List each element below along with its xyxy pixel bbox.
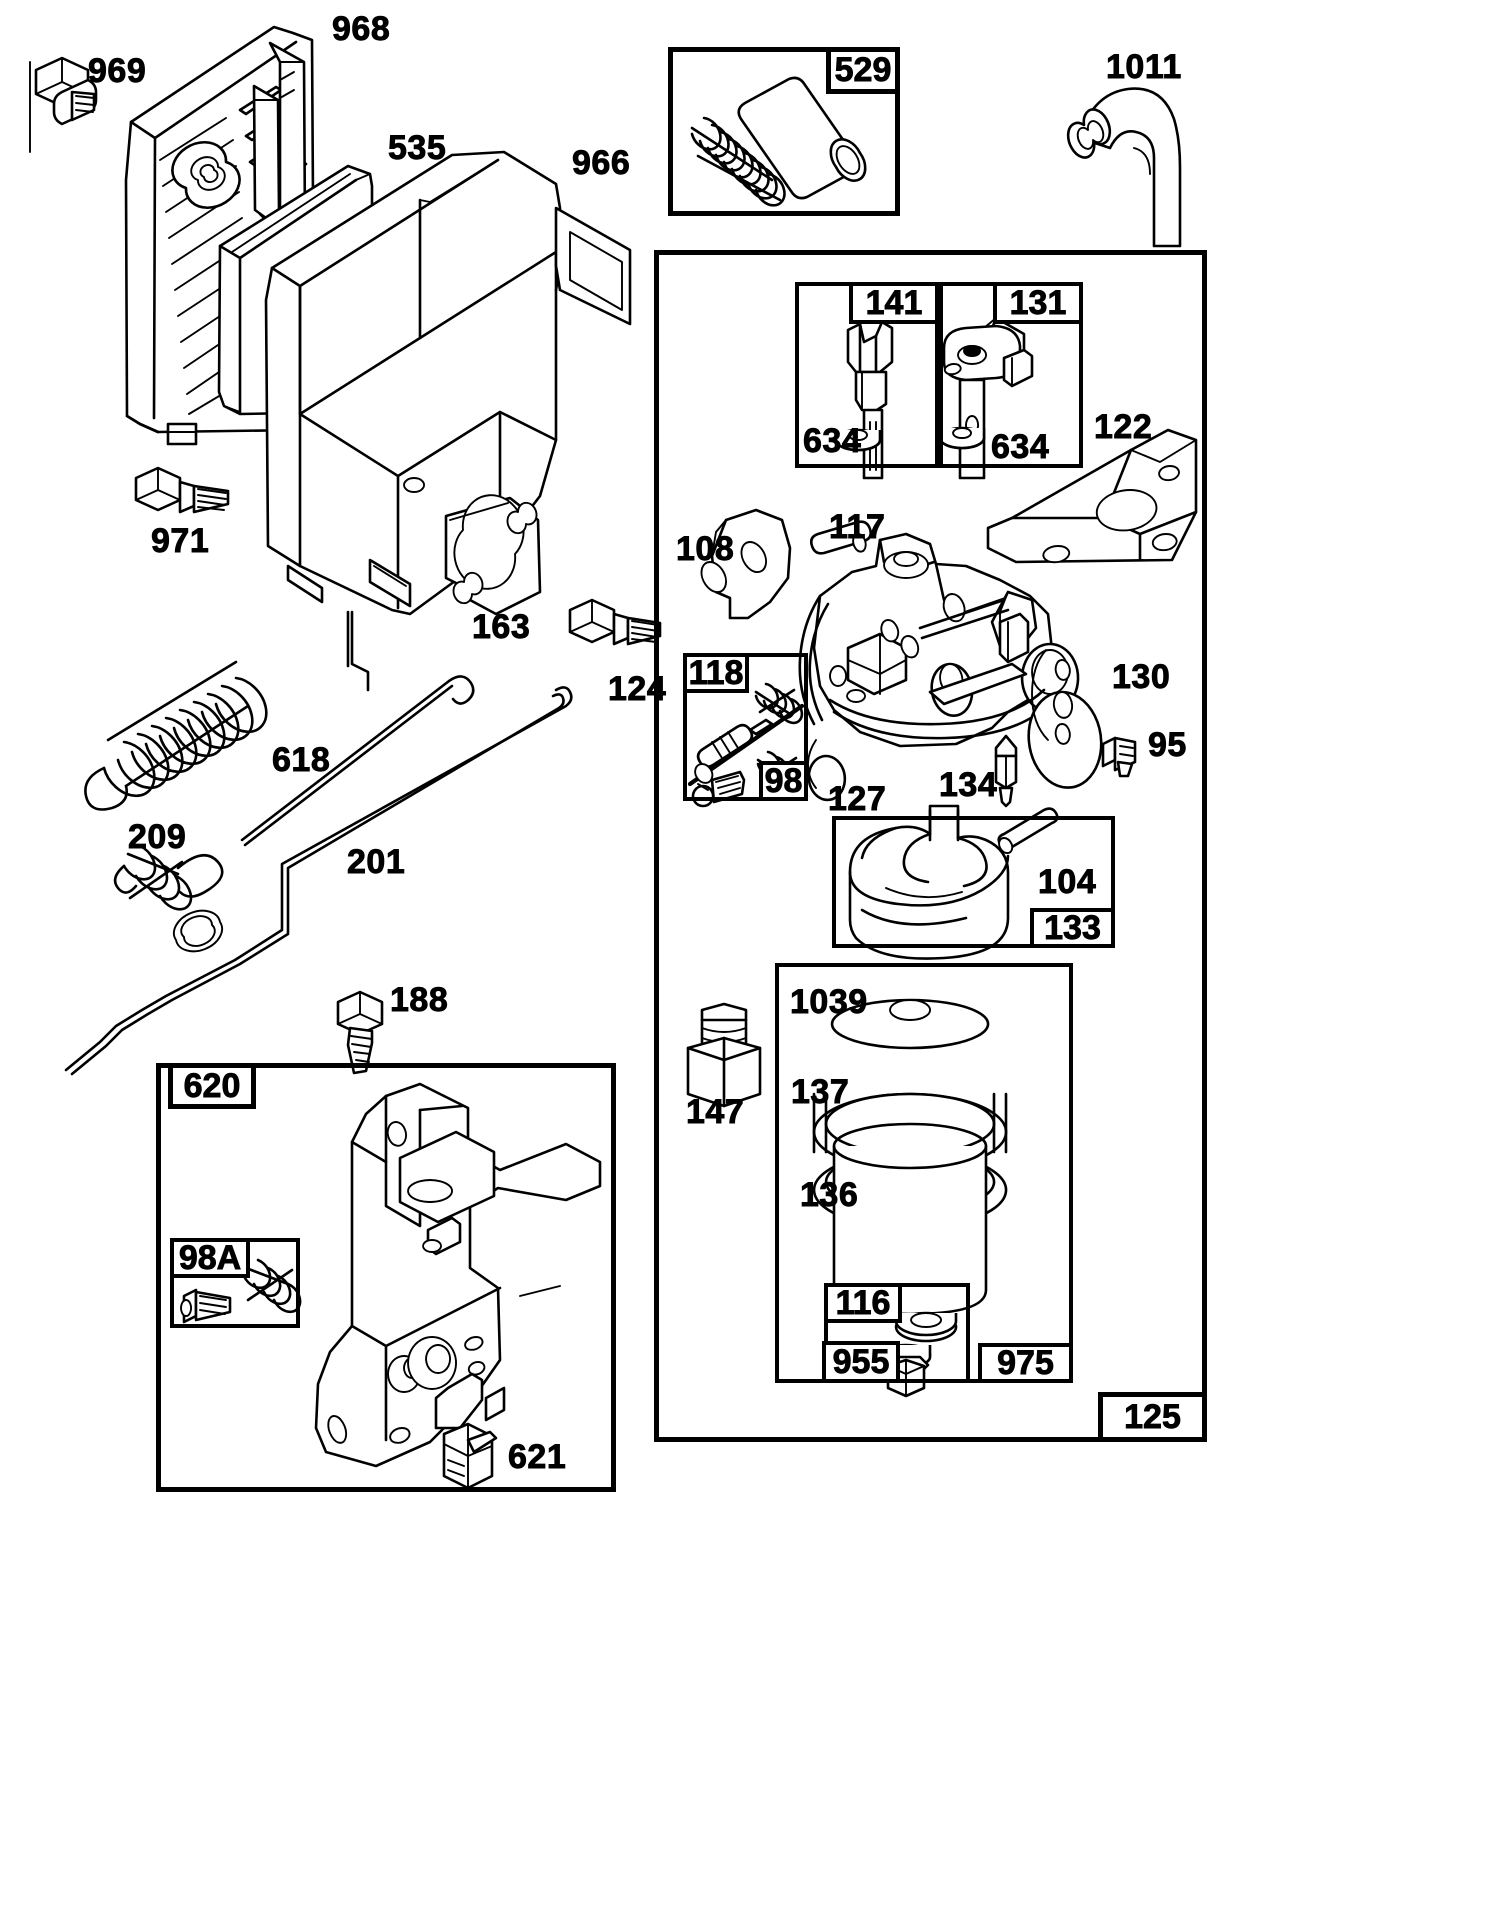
group-box-529 — [668, 47, 900, 216]
part-188-screw — [336, 990, 384, 1075]
callout-122: 122 — [1094, 408, 1153, 446]
callout-134: 134 — [939, 766, 998, 804]
callout-1039: 1039 — [790, 983, 868, 1021]
part-130-choke-plate — [1027, 649, 1103, 789]
callout-127: 127 — [828, 780, 887, 818]
part-116-gasket — [894, 1311, 958, 1343]
callout-130: 130 — [1112, 658, 1171, 696]
group-tab-955: 955 — [822, 1341, 900, 1383]
group-tab-125: 125 — [1098, 1392, 1207, 1442]
part-134-inlet-needle — [994, 734, 1018, 808]
group-box-133 — [832, 816, 1115, 948]
group-tab-529: 529 — [826, 47, 900, 94]
callout-108: 108 — [676, 530, 735, 568]
part-163-gasket — [444, 494, 542, 616]
part-620-bracket — [314, 1082, 602, 1490]
callout-117: 117 — [829, 508, 886, 546]
part-117-pin — [809, 520, 873, 555]
part-108-throttle-plate — [700, 508, 792, 620]
part-124-screw — [568, 598, 662, 646]
part-95-screw — [1101, 736, 1137, 778]
group-tab-98: 98 — [759, 761, 808, 801]
part-634-washer-right — [938, 426, 986, 450]
callout-535: 535 — [388, 129, 447, 167]
callout-969: 969 — [88, 52, 147, 90]
callout-1011: 1011 — [1106, 48, 1182, 86]
callout-188: 188 — [390, 981, 449, 1019]
callout-124: 124 — [608, 670, 667, 708]
part-133-float — [848, 804, 1010, 960]
part-147-fitting — [686, 1002, 762, 1108]
group-tab-141: 141 — [849, 282, 939, 324]
callout-136: 136 — [800, 1176, 859, 1214]
callout-634-left: 634 — [803, 422, 862, 460]
callout-137: 137 — [791, 1073, 850, 1111]
group-tab-620: 620 — [168, 1063, 256, 1109]
group-tab-98A: 98A — [170, 1238, 250, 1278]
callout-95: 95 — [1148, 726, 1187, 764]
part-1011-hose — [1066, 87, 1182, 248]
callout-618: 618 — [272, 741, 331, 779]
group-tab-975: 975 — [978, 1343, 1073, 1383]
part-98A-spring-screw — [180, 1258, 302, 1324]
callout-966: 966 — [572, 144, 631, 182]
part-634-washer-left — [834, 428, 882, 452]
group-tab-133: 133 — [1030, 908, 1115, 948]
part-201-governor-link — [64, 686, 573, 1076]
part-971-screw — [134, 466, 230, 514]
part-969-knob-screw — [29, 56, 98, 153]
callout-968: 968 — [332, 10, 391, 48]
callout-621: 621 — [508, 1438, 567, 1476]
part-529-spring-tube — [690, 76, 867, 207]
part-1039-seal — [830, 998, 990, 1050]
part-209-spring — [113, 844, 224, 911]
group-box-125 — [654, 250, 1207, 1442]
callout-201: 201 — [347, 843, 406, 881]
part-618-governor-spring — [84, 660, 475, 847]
callout-163: 163 — [472, 608, 531, 646]
part-127-welch-plug — [807, 739, 847, 802]
callout-634-right: 634 — [991, 428, 1050, 466]
group-tab-131: 131 — [993, 282, 1083, 324]
group-tab-118: 118 — [683, 653, 749, 693]
part-141-throttle-shaft — [846, 320, 894, 480]
callout-147: 147 — [686, 1093, 745, 1131]
callout-104: 104 — [1038, 863, 1097, 901]
group-tab-116: 116 — [824, 1283, 902, 1323]
part-122-spacer — [986, 428, 1198, 564]
group-box-620 — [156, 1063, 616, 1492]
callout-971: 971 — [151, 522, 210, 560]
callout-209: 209 — [128, 818, 187, 856]
